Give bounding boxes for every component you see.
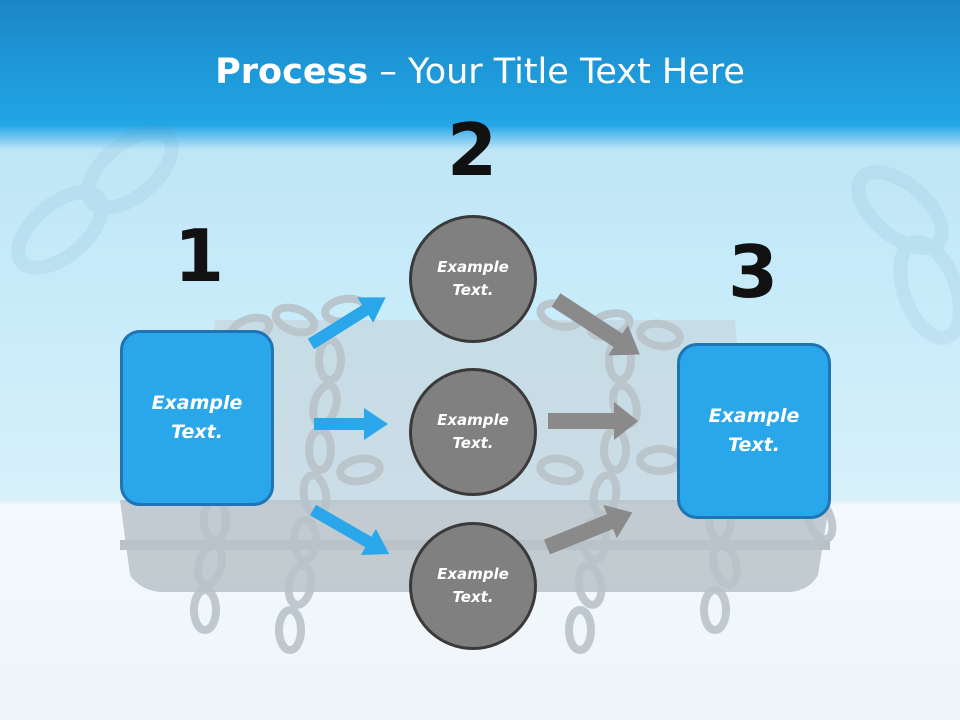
slide-title: Process – Your Title Text Here [0,52,960,92]
blue-arrow-up [307,297,386,350]
step-1-text: Example Text. [151,392,243,443]
step-3-box[interactable]: Example Text. [677,343,831,519]
blue-arrow-right [314,408,388,440]
gray-arrow-up [544,504,633,555]
step-2-circle-middle[interactable]: Example Text. [409,368,537,496]
title-bold: Process [215,52,369,92]
step-number-1: 1 [173,214,225,298]
circle-middle-text: Example Text. [437,411,509,452]
step-1-box[interactable]: Example Text. [120,330,274,506]
step-2-circle-bottom[interactable]: Example Text. [409,522,537,650]
circle-top-text: Example Text. [437,258,509,299]
step-2-circle-top[interactable]: Example Text. [409,215,537,343]
title-rest: – Your Title Text Here [368,52,745,92]
step-number-2: 2 [446,108,498,192]
gray-arrow-right [548,402,638,440]
step-3-text: Example Text. [708,405,800,456]
blue-arrow-down [310,504,390,555]
circle-bottom-text: Example Text. [437,565,509,606]
gray-arrow-down [551,293,640,356]
step-number-3: 3 [727,230,779,314]
